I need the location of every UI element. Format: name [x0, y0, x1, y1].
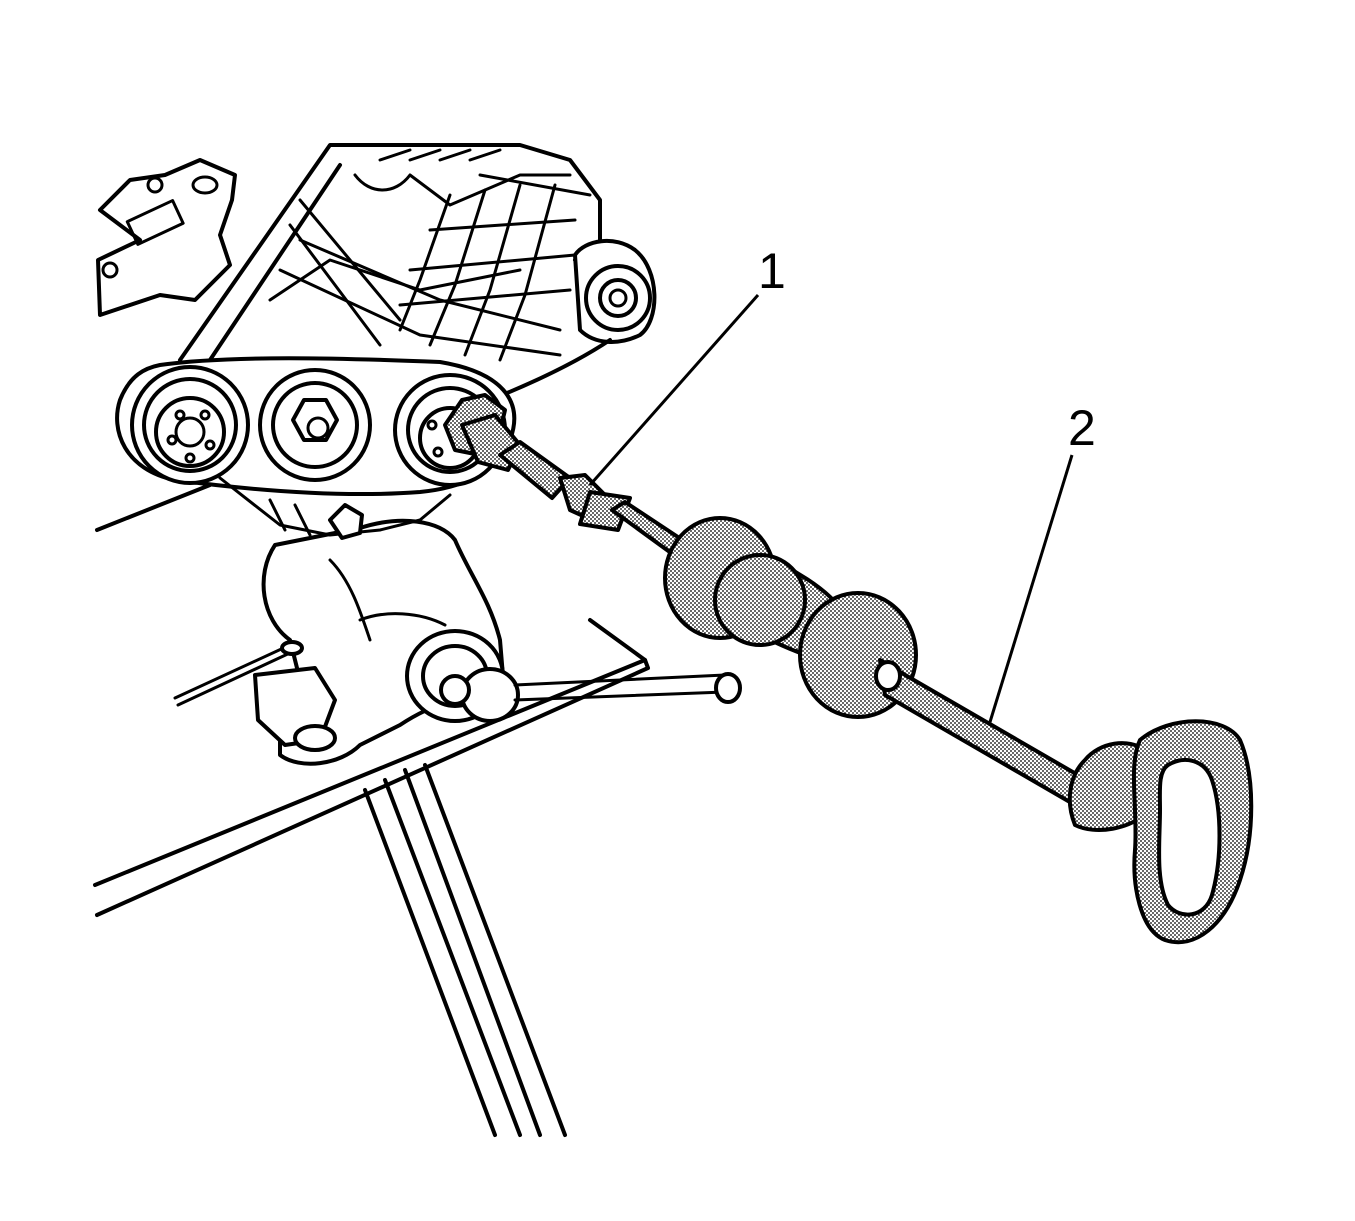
callout-leader-2 — [988, 454, 1074, 723]
remover-adapter-tool — [443, 393, 692, 560]
callout-leader-1 — [588, 294, 760, 486]
bench-vise — [173, 518, 742, 766]
callout-label-1: 1 — [758, 243, 786, 299]
workbench — [93, 483, 650, 1137]
callout-label-2: 2 — [1068, 400, 1096, 456]
slide-hammer-tool — [663, 516, 1254, 945]
